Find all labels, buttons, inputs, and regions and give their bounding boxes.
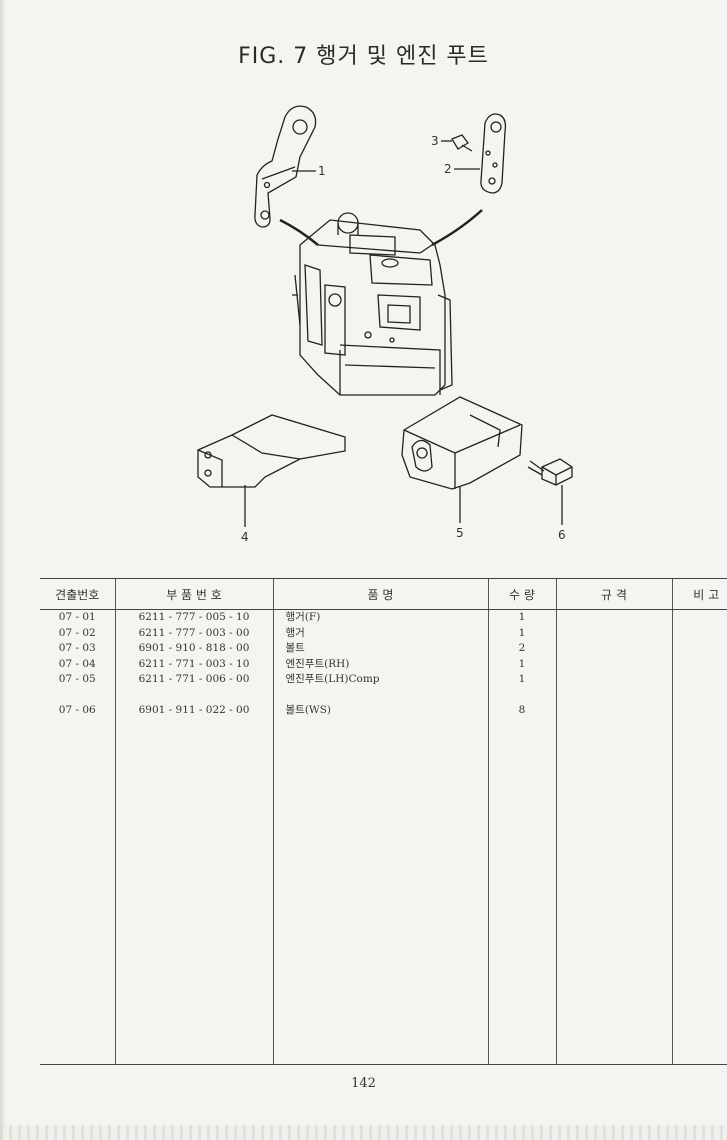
table-body: 07 - 01 07 - 02 07 - 03 07 - 04 07 - 05 … xyxy=(40,609,727,1065)
name-cell: 볼트 xyxy=(285,642,305,654)
header-spec: 규 격 xyxy=(555,578,672,610)
callout-5: 5 xyxy=(456,526,464,540)
part-no-cell: 6211 - 771 - 003 - 10 xyxy=(138,657,250,670)
part-no-cell: 6211 - 777 - 005 - 10 xyxy=(138,611,250,623)
header-remarks: 비 고 xyxy=(671,578,727,610)
name-column: 행거(F) 행거 볼트 엔진푸트(RH) 엔진푸트(LH)Comp 볼트(WS) xyxy=(272,609,488,1065)
engine-foot-rh-drawing xyxy=(197,414,346,488)
engine-foot-lh-drawing xyxy=(401,396,523,490)
header-part-no: 부 품 번 호 xyxy=(114,578,273,610)
qty-cell: 2 xyxy=(518,642,526,654)
ref-cell: 07 - 03 xyxy=(58,642,96,654)
engine-drawing xyxy=(279,209,483,396)
callout-2: 2 xyxy=(444,162,452,176)
page-title: FIG. 7 행거 및 엔진 푸트 xyxy=(238,44,489,69)
callout-3: 3 xyxy=(431,134,439,148)
ref-cell: 07 - 02 xyxy=(58,626,96,639)
name-cell: 볼트(WS) xyxy=(285,704,332,716)
qty-column: 1 1 2 1 1 8 xyxy=(487,609,556,1065)
qty-cell: 1 xyxy=(518,611,526,623)
table-header-row: 견출번호 부 품 번 호 품 명 수 량 규 격 비 고 xyxy=(40,578,727,610)
callout-6: 6 xyxy=(558,528,566,542)
callout-1: 1 xyxy=(318,164,326,178)
ref-cell: 07 - 04 xyxy=(58,657,96,670)
callout-4: 4 xyxy=(241,530,249,544)
ref-column: 07 - 01 07 - 02 07 - 03 07 - 04 07 - 05 … xyxy=(40,609,115,1065)
hanger-rear-drawing xyxy=(451,113,507,194)
exploded-parts-diagram: 1 2 3 4 5 6 xyxy=(197,105,573,544)
spec-column xyxy=(555,609,672,1065)
qty-cell: 8 xyxy=(518,704,526,716)
header-name: 품 명 xyxy=(272,578,488,610)
parts-table: 견출번호 부 품 번 호 품 명 수 량 규 격 비 고 07 - 01 07 … xyxy=(40,578,727,1065)
part-no-cell: 6211 - 771 - 006 - 00 xyxy=(138,673,250,685)
header-ref: 견출번호 xyxy=(40,578,115,610)
name-cell: 엔진푸트(LH)Comp xyxy=(285,673,380,685)
bolt-ws-drawing xyxy=(527,458,573,486)
qty-cell: 1 xyxy=(518,626,526,639)
part-no-cell: 6901 - 910 - 818 - 00 xyxy=(138,642,250,654)
ref-cell: 07 - 01 xyxy=(58,611,96,623)
scan-edge xyxy=(0,0,6,1140)
remarks-column xyxy=(671,609,727,1065)
scan-bottom-edge xyxy=(0,1125,727,1140)
name-cell: 행거 xyxy=(285,626,305,639)
name-cell: 엔진푸트(RH) xyxy=(285,657,350,670)
part-no-column: 6211 - 777 - 005 - 10 6211 - 777 - 003 -… xyxy=(114,609,273,1065)
header-qty: 수 량 xyxy=(487,578,556,610)
part-no-cell: 6901 - 911 - 022 - 00 xyxy=(138,704,250,716)
qty-cell: 1 xyxy=(518,673,526,685)
qty-cell: 1 xyxy=(518,657,526,670)
hanger-front-drawing xyxy=(254,105,317,228)
part-no-cell: 6211 - 777 - 003 - 00 xyxy=(138,626,250,639)
name-cell: 행거(F) xyxy=(285,611,321,623)
ref-cell: 07 - 05 xyxy=(58,673,96,685)
ref-cell: 07 - 06 xyxy=(58,704,96,716)
page-number: 142 xyxy=(351,1076,376,1091)
